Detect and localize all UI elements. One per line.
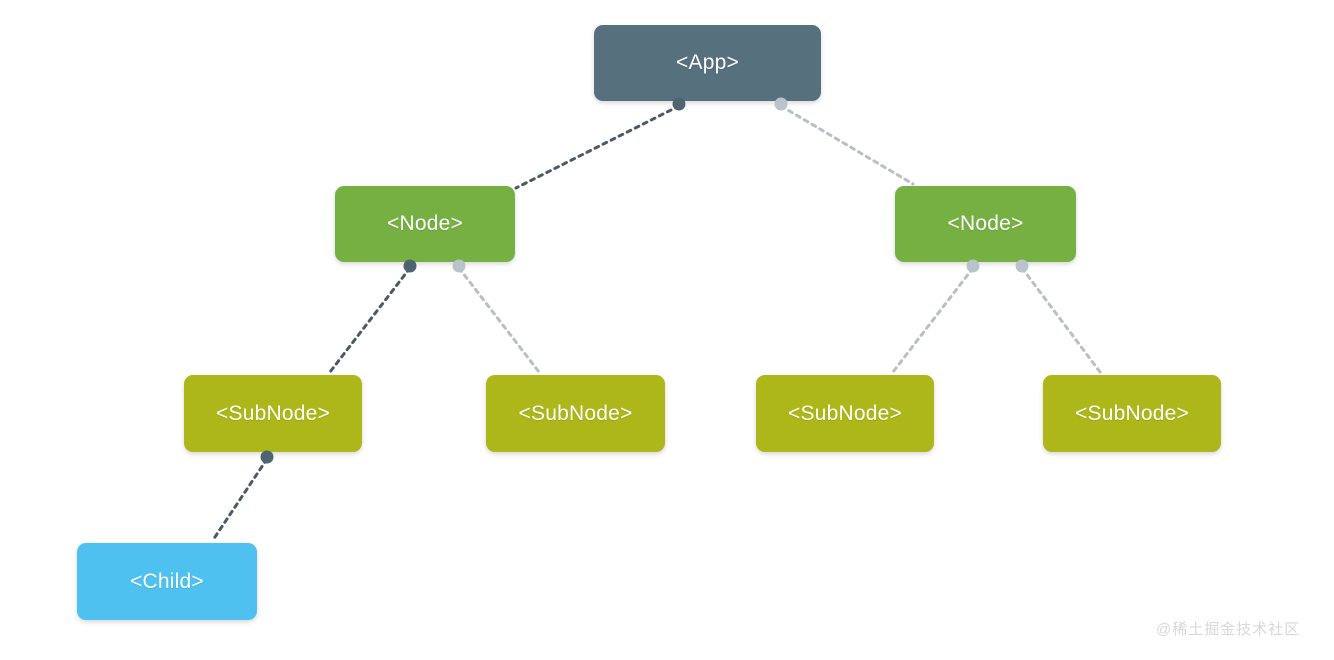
edge-node-r-to-sub-4	[1020, 266, 1102, 374]
node-node-r[interactable]: <Node>	[895, 186, 1076, 262]
watermark-label: @稀土掘金技术社区	[1156, 621, 1301, 638]
node-label: <SubNode>	[1075, 401, 1189, 425]
node-node-l[interactable]: <Node>	[335, 186, 515, 262]
connection-port-p-app-r[interactable]	[774, 97, 788, 111]
connection-port-p-app-l[interactable]	[672, 97, 686, 111]
node-label: <SubNode>	[216, 401, 330, 425]
node-sub-4[interactable]: <SubNode>	[1043, 375, 1221, 452]
node-label: <App>	[676, 51, 739, 74]
connection-port-p-nodel-r[interactable]	[452, 259, 466, 273]
edge-node-l-to-sub-1	[328, 266, 412, 374]
edge-sub-1-to-child	[211, 457, 269, 542]
connection-port-p-nodel-l[interactable]	[403, 259, 417, 273]
node-label: <SubNode>	[788, 401, 902, 425]
node-label: <Node>	[387, 212, 463, 235]
edge-app-to-node-l	[514, 104, 681, 190]
node-sub-1[interactable]: <SubNode>	[184, 375, 362, 452]
node-app[interactable]: <App>	[594, 25, 821, 101]
node-sub-3[interactable]: <SubNode>	[756, 375, 934, 452]
node-label: <Child>	[130, 569, 204, 593]
edge-app-to-node-r	[779, 104, 915, 186]
edge-node-l-to-sub-2	[457, 266, 541, 374]
connection-port-p-noder-l[interactable]	[966, 259, 980, 273]
node-child[interactable]: <Child>	[77, 543, 257, 620]
node-label: <Node>	[947, 212, 1024, 235]
node-label: <SubNode>	[518, 401, 633, 425]
node-sub-2[interactable]: <SubNode>	[486, 375, 665, 452]
connection-port-p-sub1-b[interactable]	[260, 450, 274, 464]
edge-node-r-to-sub-3	[891, 266, 975, 374]
connection-port-p-noder-r[interactable]	[1015, 259, 1029, 273]
